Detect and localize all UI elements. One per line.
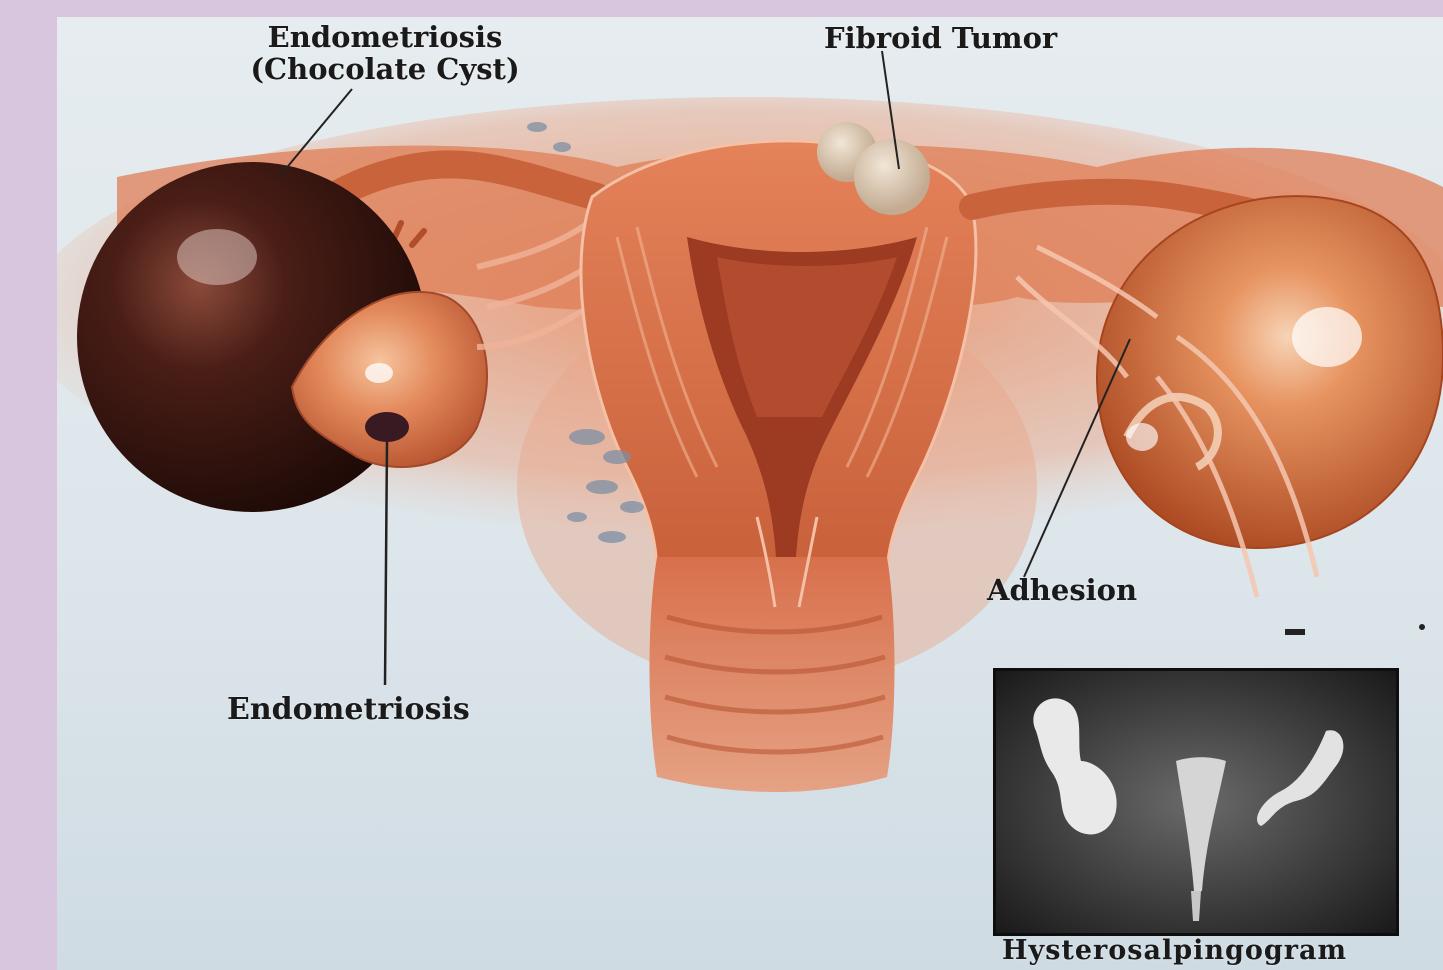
xray-graphic xyxy=(996,671,1396,933)
illustration-slide: Endometriosis (Chocolate Cyst) Fibroid T… xyxy=(57,17,1443,970)
fibroid-tumor xyxy=(854,139,930,215)
cyst-highlight xyxy=(177,229,257,285)
label-endometriosis-cyst-line2: (Chocolate Cyst) xyxy=(235,53,535,85)
hysterosalpingogram-image xyxy=(993,668,1399,936)
label-endometriosis-chocolate-cyst: Endometriosis (Chocolate Cyst) xyxy=(235,21,535,85)
dot-mark xyxy=(1419,624,1425,630)
label-hysterosalpingogram: Hysterosalpingogram xyxy=(1002,935,1347,966)
label-endometriosis: Endometriosis xyxy=(227,692,470,727)
label-adhesion: Adhesion xyxy=(987,573,1137,607)
label-fibroid-tumor: Fibroid Tumor xyxy=(824,21,1057,55)
right-ovary-highlight-small xyxy=(1126,423,1158,451)
label-endometriosis-cyst-line1: Endometriosis xyxy=(235,21,535,53)
right-ovary-highlight xyxy=(1292,307,1362,367)
scale-mark xyxy=(1285,629,1305,635)
endometriosis-implant xyxy=(365,412,409,442)
ovary-highlight xyxy=(365,363,393,383)
